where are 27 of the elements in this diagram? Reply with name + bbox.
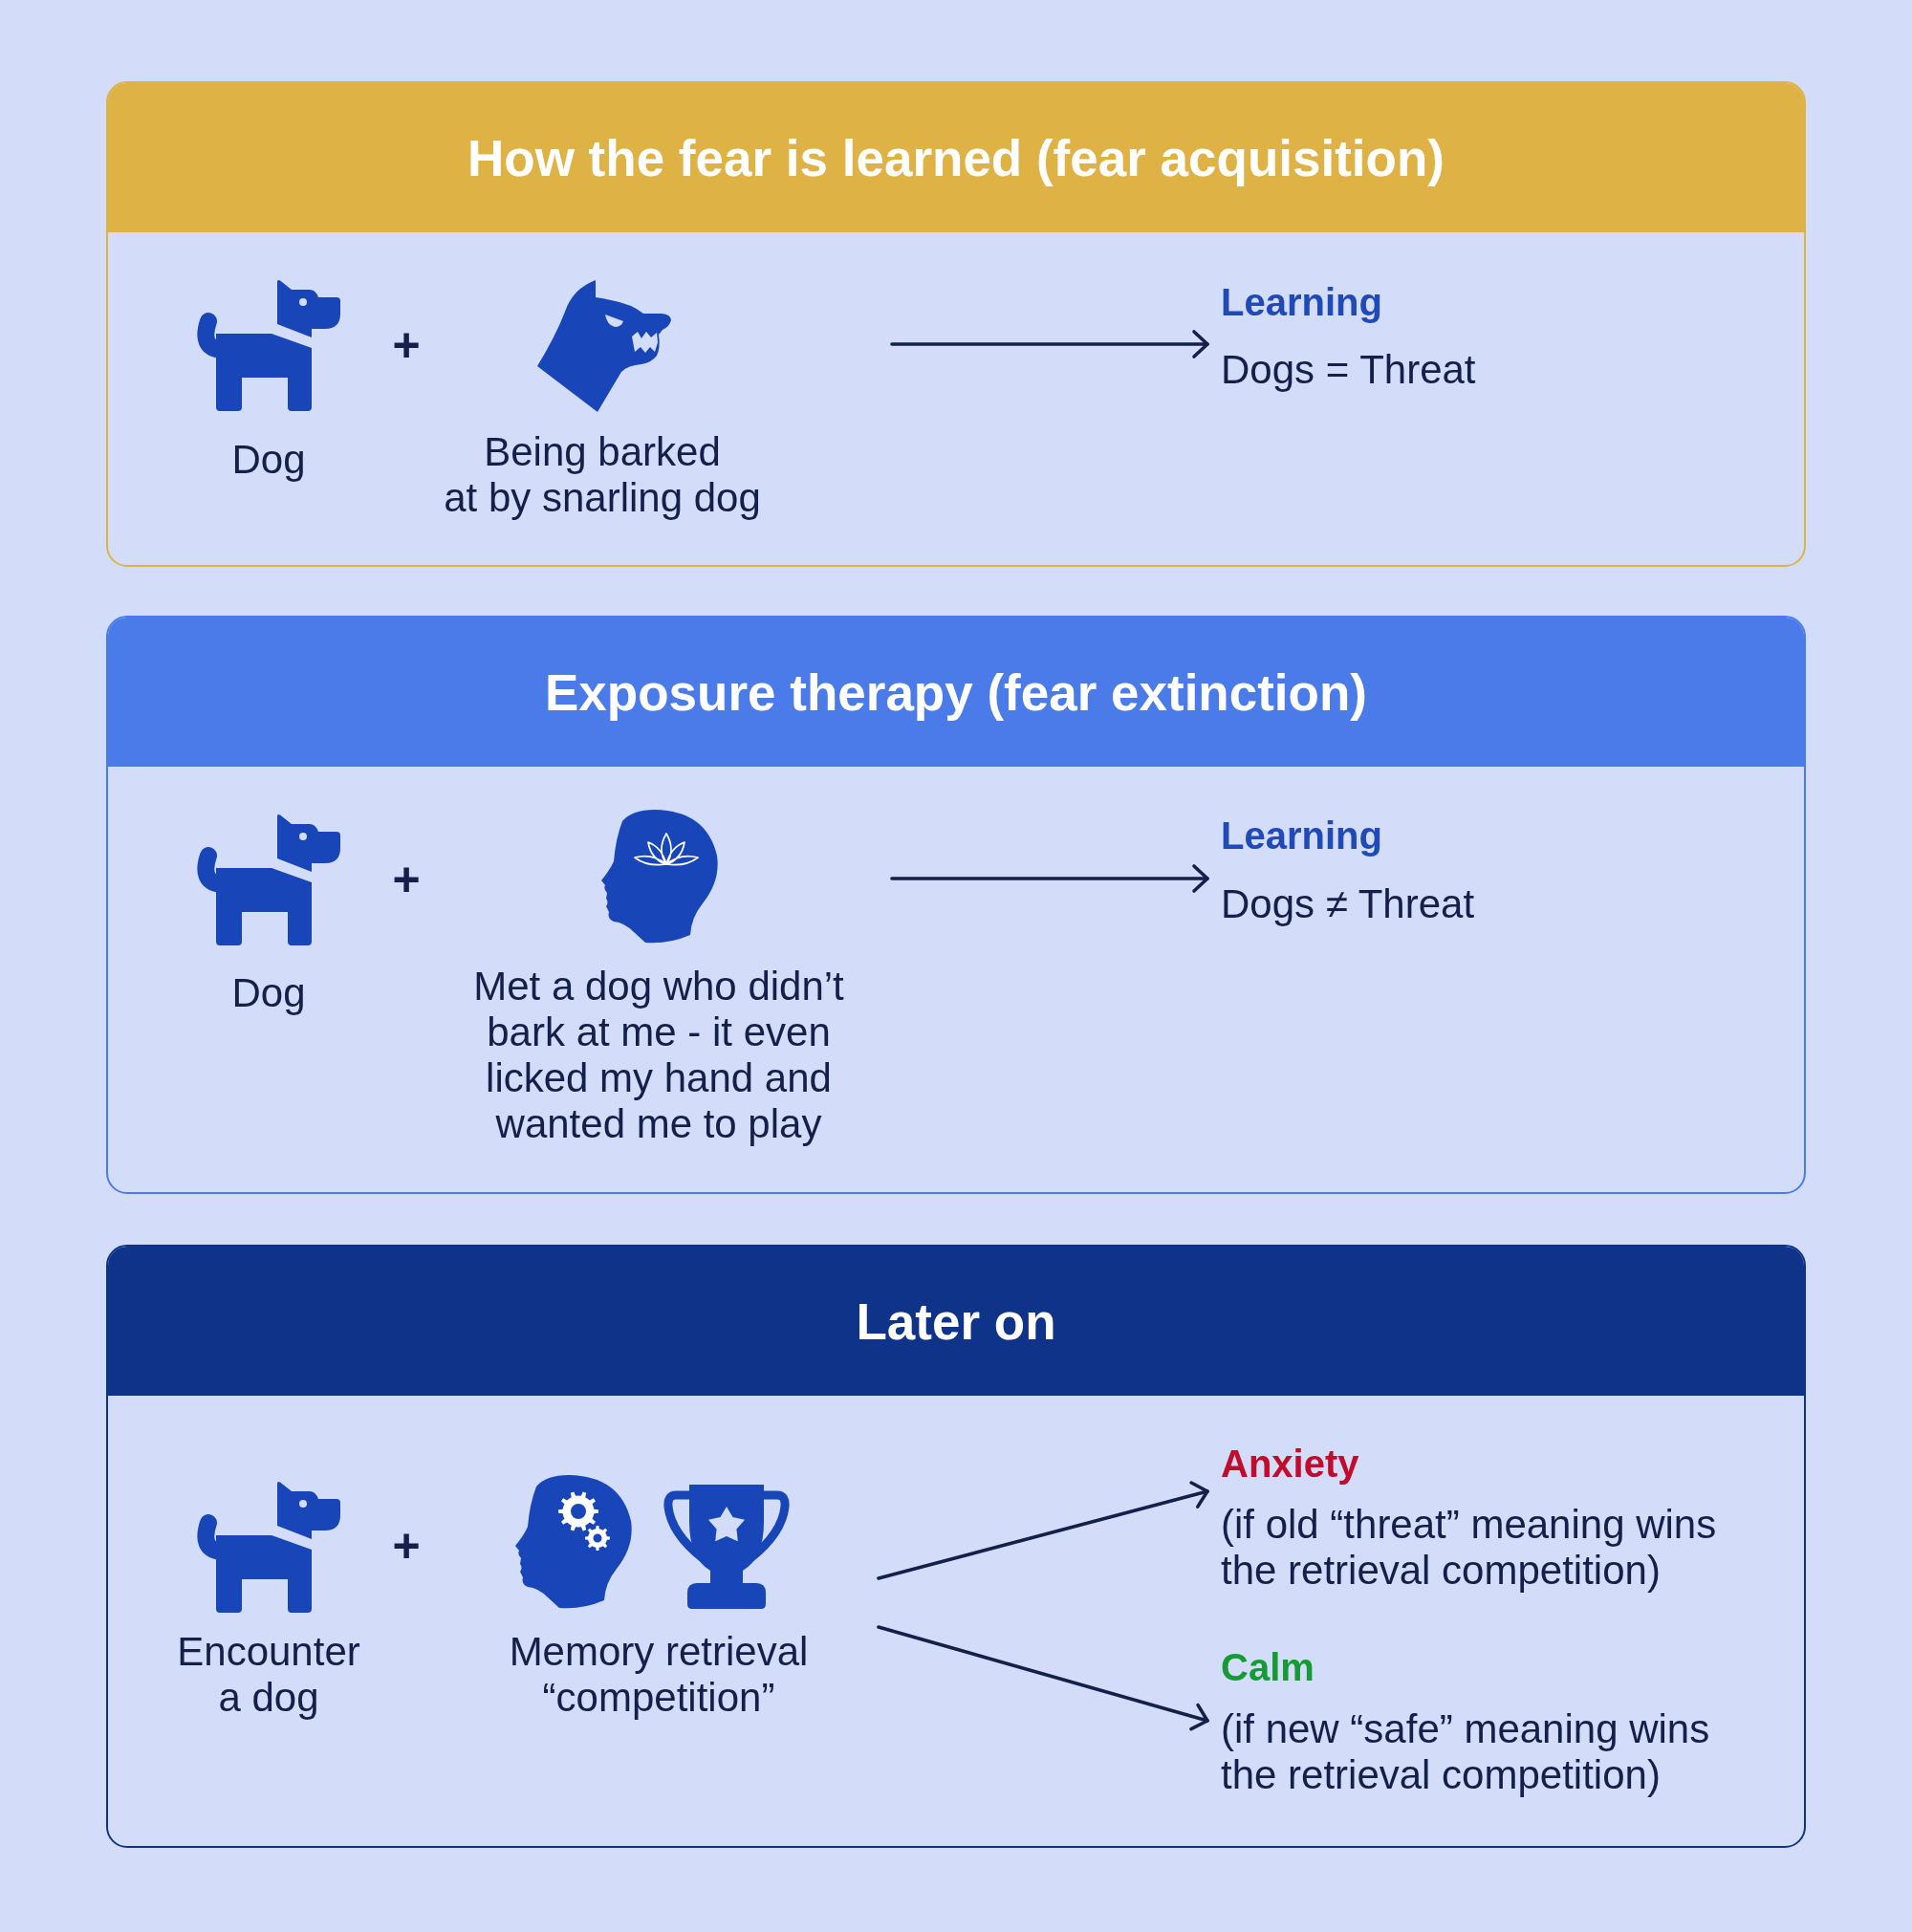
icon-caption: Encounter a dog (177, 1629, 360, 1721)
outcome-heading: Anxiety (1221, 1442, 1359, 1487)
section-header: How the fear is learned (fear acquisition) (108, 83, 1804, 232)
outcome-text: (if new “safe” meaning wins the retrieval competition) (1221, 1706, 1710, 1798)
arrow (890, 330, 1209, 358)
section-card (106, 1245, 1806, 1848)
outcome-text: (if old “threat” meaning wins the retrieval competition) (1221, 1502, 1717, 1594)
plus-sign: + (392, 321, 421, 369)
arrow (877, 1625, 1209, 1731)
icon-caption: Dog (231, 970, 306, 1016)
outcome-text: Dogs ≠ Threat (1221, 881, 1475, 927)
section-card (106, 616, 1806, 1194)
section-header: Later on (108, 1247, 1804, 1396)
outcome-heading: Calm (1221, 1645, 1314, 1690)
icon-caption: Being barked at by snarling dog (444, 429, 761, 521)
arrow (877, 1481, 1209, 1580)
section-header: Exposure therapy (fear extinction) (108, 618, 1804, 767)
outcome-text: Dogs = Threat (1221, 347, 1476, 393)
outcome-heading: Learning (1221, 814, 1382, 858)
plus-sign: + (392, 856, 421, 903)
outcome-heading: Learning (1221, 280, 1382, 325)
arrow (890, 864, 1209, 893)
section-card (106, 81, 1806, 567)
plus-sign: + (392, 1522, 421, 1570)
icon-caption: Memory retrieval “competition” (509, 1629, 809, 1721)
icon-caption: Dog (231, 437, 306, 483)
icon-caption: Met a dog who didn’t bark at me - it even licked my hand and wanted me to play (473, 964, 844, 1147)
